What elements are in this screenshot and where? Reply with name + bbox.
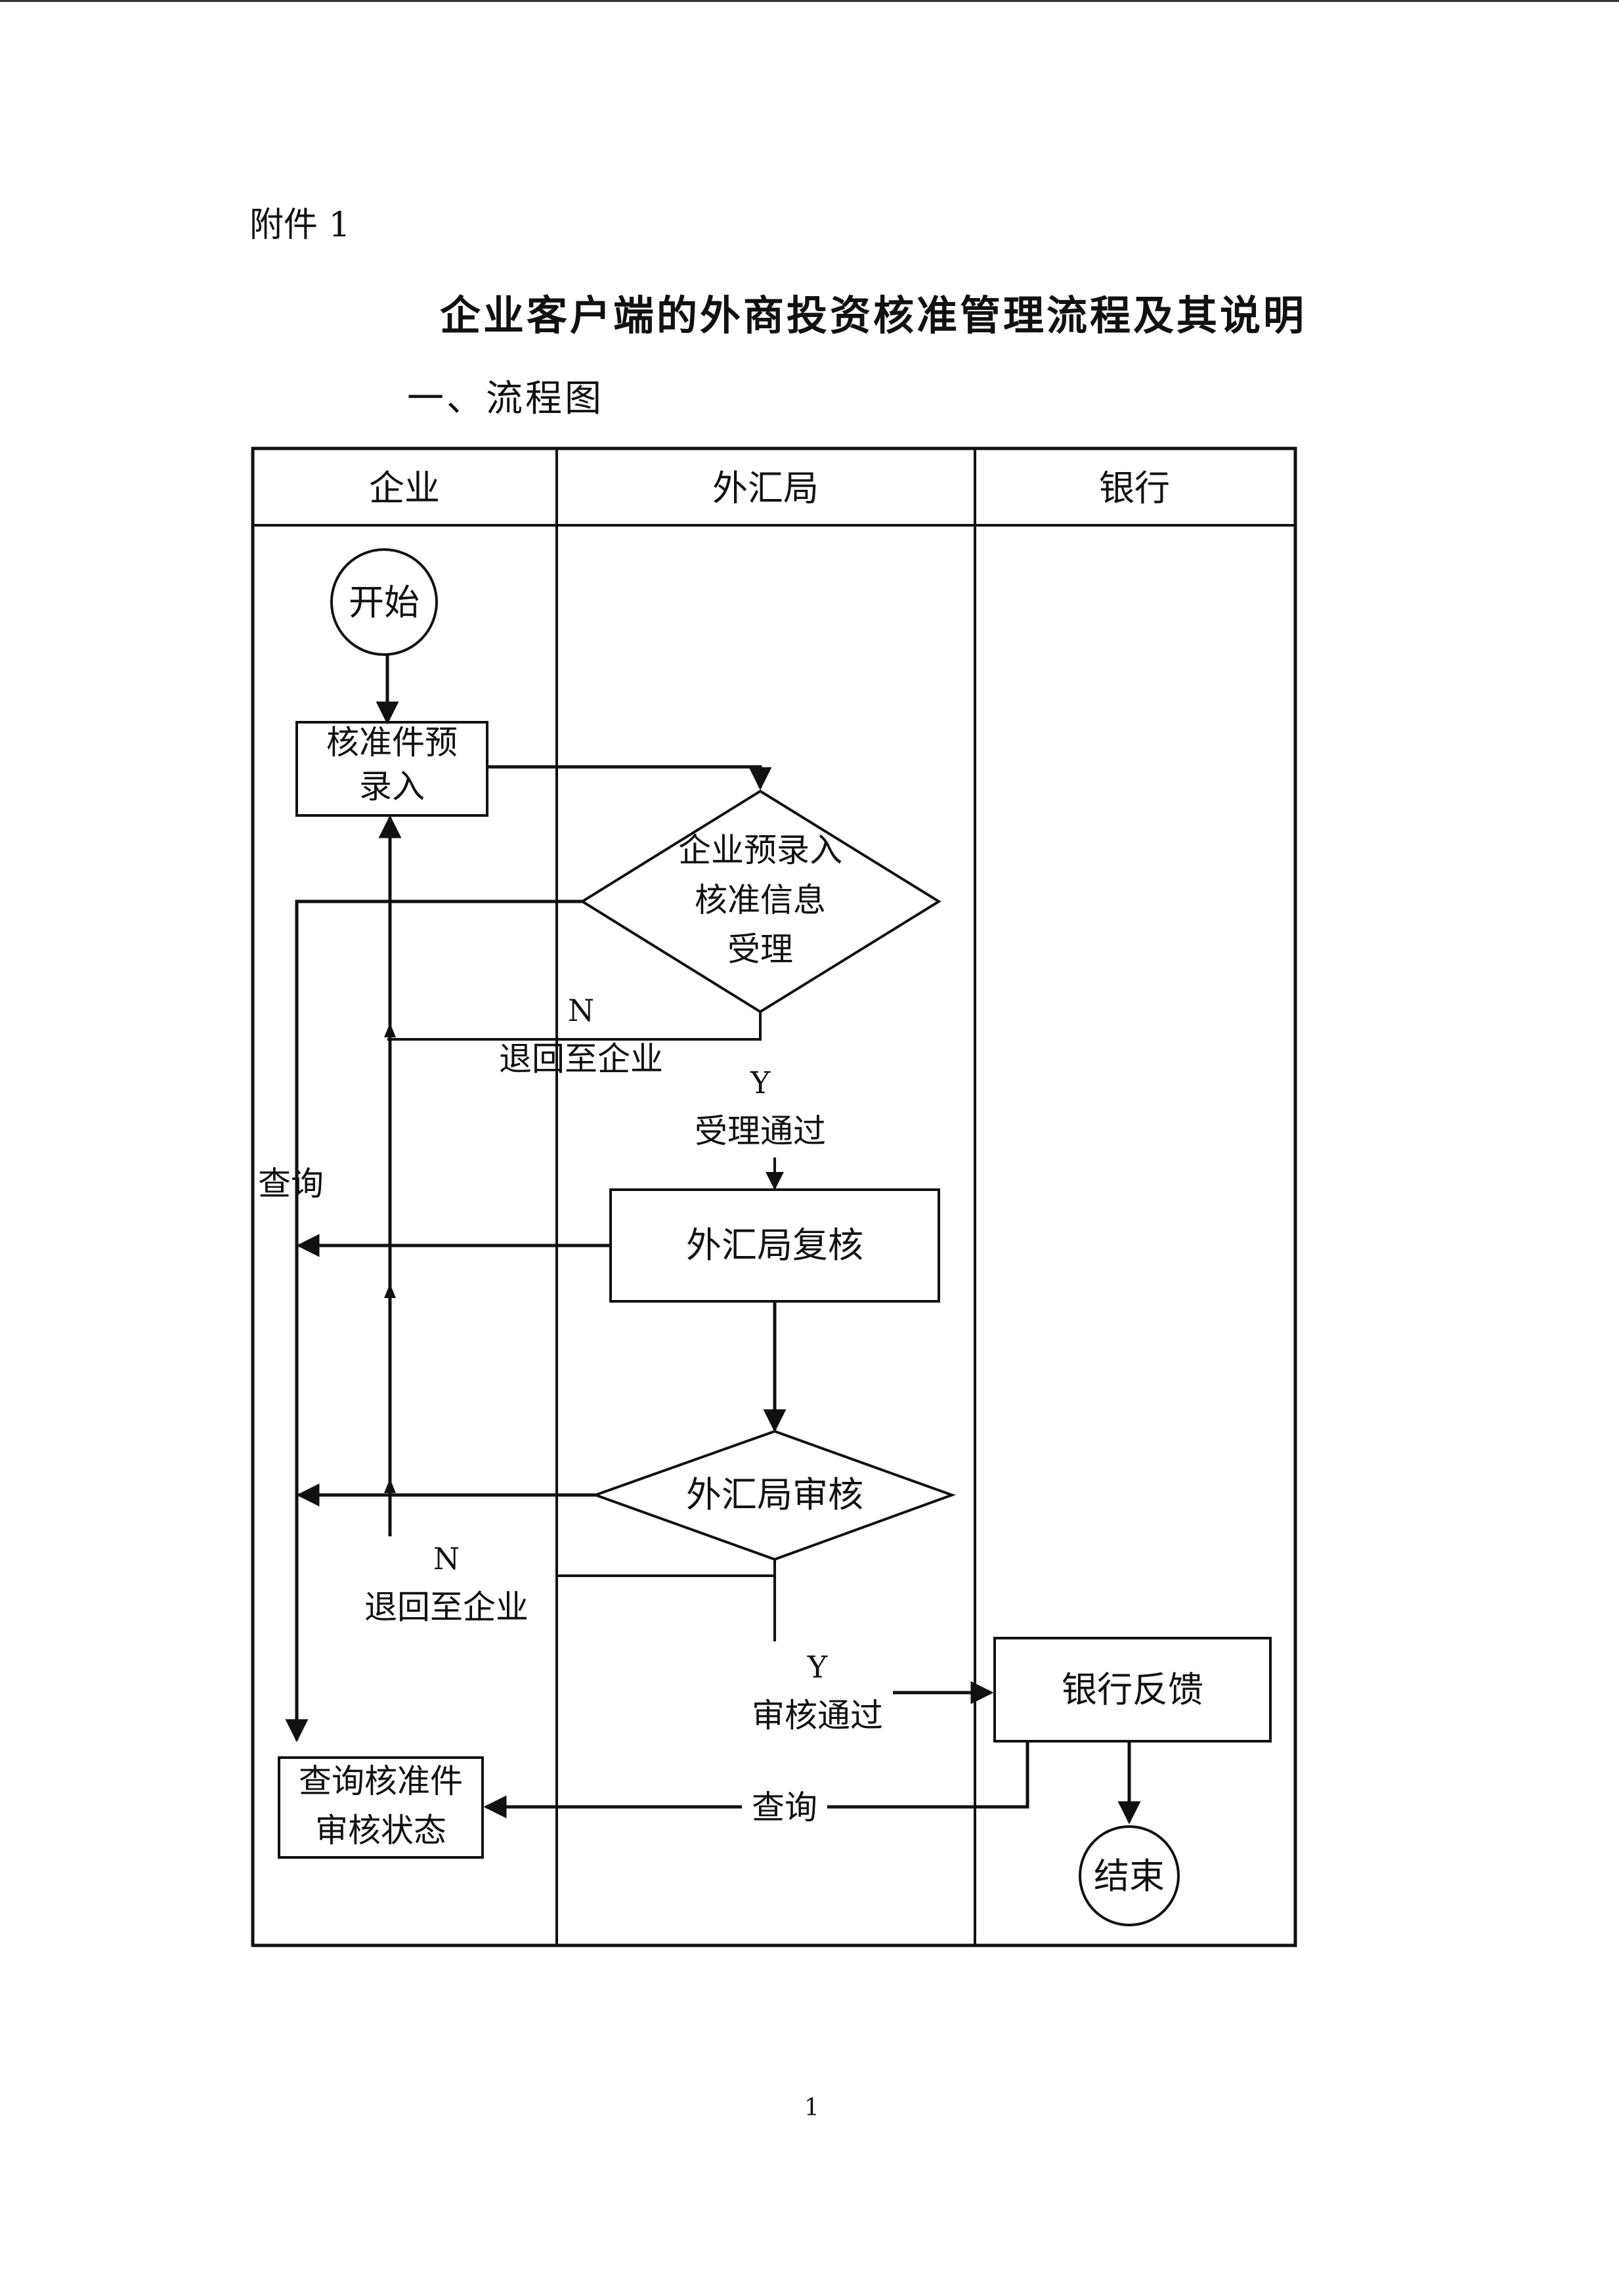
return-label-1: 退回至企业 [499, 1040, 663, 1078]
arrow-preentry-to-accept [487, 765, 772, 791]
query-bottom-label-bg [742, 1781, 827, 1827]
return-up-arrowhead-1 [384, 1023, 396, 1037]
accepted-label: 受理通过 [695, 1112, 826, 1150]
return-up-arrowhead-3 [384, 1479, 396, 1493]
pre-entry-label-line1: 核准件预 [326, 724, 458, 762]
n-label-1: N [568, 993, 594, 1028]
start-label: 开始 [349, 582, 420, 623]
return-line-2 [557, 1559, 776, 1577]
query-status-label-line2: 审核状态 [315, 1811, 446, 1850]
bank-feedback-label: 银行反馈 [1062, 1669, 1203, 1710]
y-label-2: Y [807, 1649, 828, 1685]
accept-label-line1: 企业预录入 [678, 831, 842, 869]
lane-header-forex-bureau: 外汇局 [712, 467, 819, 509]
y-label-1: Y [750, 1065, 771, 1100]
pre-entry-label-line2: 录入 [359, 768, 425, 806]
approved-label: 审核通过 [752, 1697, 883, 1735]
audit-label: 外汇局审核 [686, 1474, 863, 1515]
start-node [330, 548, 438, 656]
section-heading: 一、流程图 [407, 378, 604, 420]
lane-header-bank: 银行 [1099, 467, 1170, 509]
query-line-main [285, 899, 582, 1743]
accept-label-line3: 受理 [727, 930, 793, 968]
return-line-1 [387, 1012, 762, 1041]
arrow-bank-to-query-status [483, 1741, 1029, 1819]
document-title: 企业客户端的外商投资核准管理流程及其说明 [440, 292, 1307, 339]
page-number: 1 [804, 2094, 819, 2121]
n-label-2: N [433, 1541, 460, 1576]
attachment-label: 附件 1 [249, 206, 351, 245]
page-top-edge [0, 0, 1619, 2]
end-label: 结束 [1094, 1855, 1165, 1897]
review-label: 外汇局复核 [686, 1224, 863, 1266]
query-status-label-line1: 查询核准件 [299, 1762, 463, 1800]
accept-label-line2: 核准信息 [695, 881, 826, 919]
return-up-arrowhead-2 [384, 1284, 396, 1298]
bank-feedback-box [993, 1637, 1272, 1743]
query-status-box [278, 1756, 484, 1859]
query-bottom-label: 查询 [752, 1788, 817, 1827]
query-side-label: 查询 [258, 1165, 324, 1203]
return-label-2: 退回至企业 [364, 1588, 529, 1626]
lane-header-enterprise: 企业 [369, 467, 440, 509]
end-node [1079, 1825, 1180, 1926]
